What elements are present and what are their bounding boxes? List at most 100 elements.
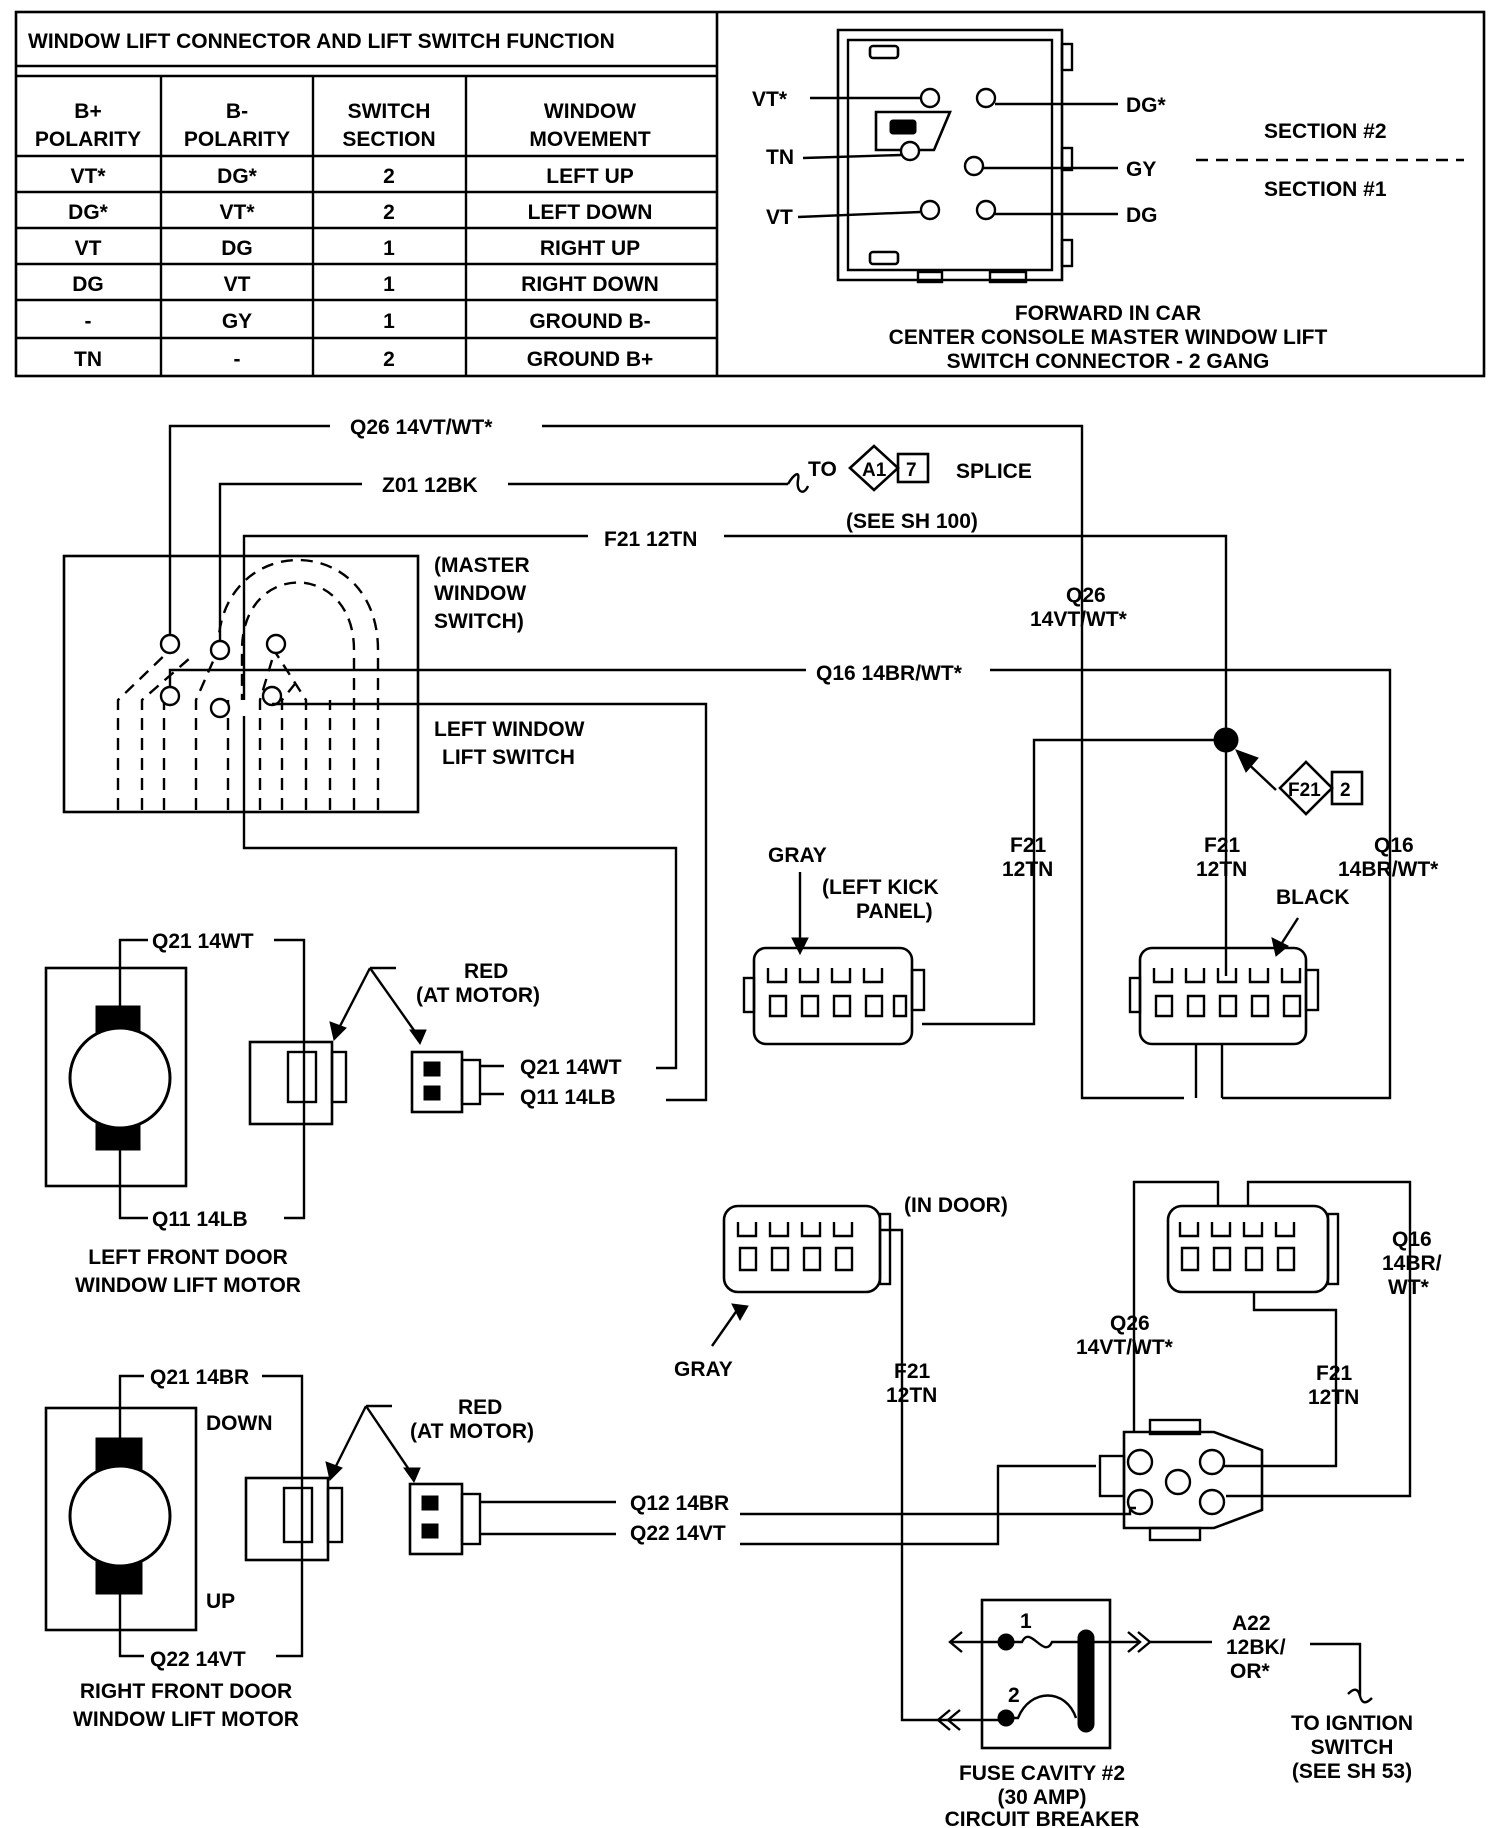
wire-label-q26-vert: Q26 (1066, 584, 1106, 607)
top-wiring: Q26 14VT/WT* Z01 12BK TO A1 7 SPLICE (SE… (168, 416, 1392, 1102)
header-b-plus: B+ (74, 100, 101, 123)
table-row: DG* VT* 2 LEFT DOWN (68, 201, 652, 224)
master-switch-label: SWITCH) (434, 610, 524, 633)
left-lift-switch-label: LIFT SWITCH (442, 746, 575, 769)
wire-label-q16-door: Q16 (1392, 1228, 1432, 1251)
wire-label-q26-vert: 14VT/WT* (1030, 608, 1128, 631)
splice-label: SPLICE (956, 460, 1032, 483)
splice-node: F21 2 F21 12TN F21 12TN Q16 14BR/WT* (922, 727, 1439, 1026)
connector-caption: SWITCH CONNECTOR - 2 GANG (947, 350, 1270, 373)
ignition-label: (SEE SH 53) (1292, 1760, 1412, 1783)
left-kick-label: PANEL) (856, 900, 933, 923)
wire-label-q12-conn: Q12 14BR (630, 1492, 729, 1515)
header-b-plus-sub: POLARITY (35, 128, 141, 151)
splice-id: A1 (862, 460, 887, 481)
wire-label-a22: OR* (1230, 1660, 1271, 1683)
wire-label-f21-a: F21 (1010, 834, 1047, 857)
pin-label: GY (1126, 158, 1156, 181)
splice-num: 7 (906, 460, 917, 481)
red-motor-label: (AT MOTOR) (410, 1420, 534, 1443)
table-cell: DG* (217, 165, 258, 188)
wire-label-f21-door-r: F21 (1316, 1362, 1353, 1385)
table-cell: 2 (383, 201, 395, 224)
table-row: DG VT 1 RIGHT DOWN (72, 273, 659, 296)
table-cell: GROUND B- (529, 310, 650, 333)
down-label: DOWN (206, 1412, 273, 1435)
black-label: BLACK (1276, 886, 1350, 909)
table-cell: GROUND B+ (527, 348, 654, 371)
table-cell: VT (75, 237, 102, 260)
gray-door-label: GRAY (674, 1358, 733, 1381)
table-cell: LEFT UP (546, 165, 634, 188)
wire-label-q21-conn: Q21 14WT (520, 1056, 622, 1079)
header-switch-sub: SECTION (342, 128, 435, 151)
section-1-label: SECTION #1 (1264, 178, 1387, 201)
right-motor-label: RIGHT FRONT DOOR (80, 1680, 292, 1703)
wire-label-q22-right: Q22 14VT (150, 1648, 246, 1671)
table-cell: 2 (383, 348, 395, 371)
up-label: UP (206, 1590, 235, 1613)
left-lift-switch-label: LEFT WINDOW (434, 718, 585, 741)
ignition-label: SWITCH (1311, 1736, 1394, 1759)
table-cell: TN (74, 348, 102, 371)
left-kick-connector: GRAY (LEFT KICK PANEL) (742, 844, 939, 1046)
connector-caption: CENTER CONSOLE MASTER WINDOW LIFT (889, 326, 1328, 349)
wire-label-q16-right: 14BR/WT* (1338, 858, 1439, 881)
wire-label-a22: 12BK/ (1226, 1636, 1286, 1659)
table-cell: 2 (383, 165, 395, 188)
master-switch-label: WINDOW (434, 582, 526, 605)
connector-caption: FORWARD IN CAR (1015, 302, 1201, 325)
wire-label-f21-door-r: 12TN (1308, 1386, 1359, 1409)
table-cell: DG (72, 273, 104, 296)
table-cell: LEFT DOWN (528, 201, 653, 224)
wire-label-f21-b: F21 (1204, 834, 1241, 857)
table-row: VT DG 1 RIGHT UP (75, 237, 641, 260)
wire-label-q26-door: 14VT/WT* (1076, 1336, 1174, 1359)
table-cell: 1 (383, 273, 395, 296)
right-door-switch (740, 1418, 1264, 1546)
function-table: WINDOW LIFT CONNECTOR AND LIFT SWITCH FU… (14, 10, 1486, 378)
master-switch-label: (MASTER (434, 554, 530, 577)
pin-label: TN (766, 146, 794, 169)
left-motor-label: LEFT FRONT DOOR (88, 1246, 287, 1269)
red-motor-label: (AT MOTOR) (416, 984, 540, 1007)
left-front-motor: Q21 14WT Q11 14LB LEFT FRONT DOOR WINDOW… (44, 930, 622, 1297)
fuse-label: FUSE CAVITY #2 (959, 1762, 1125, 1785)
fuse-label: CIRCUIT BREAKER (945, 1808, 1140, 1828)
fuse-label: (30 AMP) (997, 1786, 1086, 1809)
pin-label: DG (1126, 204, 1158, 227)
table-cell: VT (224, 273, 251, 296)
table-cell: DG* (68, 201, 109, 224)
table-title: WINDOW LIFT CONNECTOR AND LIFT SWITCH FU… (28, 30, 615, 53)
table-cell: VT* (70, 165, 106, 188)
table-row: - GY 1 GROUND B- (85, 310, 651, 333)
pin-1-label: 1 (1020, 1610, 1032, 1633)
table-cell: DG (221, 237, 253, 260)
wire-label-q11: Q11 14LB (152, 1208, 248, 1231)
pin-label: VT* (752, 88, 788, 111)
wire-label-q16-door: WT* (1388, 1276, 1430, 1299)
to-label: TO (808, 458, 837, 481)
wire-label-q16-right: Q16 (1374, 834, 1414, 857)
in-door-label: (IN DOOR) (904, 1194, 1008, 1217)
left-motor-label: WINDOW LIFT MOTOR (75, 1274, 301, 1297)
ignition-label: TO IGNTION (1291, 1712, 1413, 1735)
table-cell: GY (222, 310, 252, 333)
door-gray-connector: (IN DOOR) GRAY F21 12TN (674, 1194, 1008, 1722)
wire-label-q11-conn: Q11 14LB (520, 1086, 616, 1109)
wire-label-f21-a: 12TN (1002, 858, 1053, 881)
red-motor-label: RED (458, 1396, 502, 1419)
f21-node-num: 2 (1340, 780, 1351, 801)
pin-label: VT (766, 206, 793, 229)
header-window-sub: MOVEMENT (529, 128, 651, 151)
header-b-minus: B- (226, 100, 248, 123)
table-cell: - (234, 348, 241, 371)
wire-label-q21-right: Q21 14BR (150, 1366, 249, 1389)
table-cell: 1 (383, 310, 395, 333)
wire-label-f21-door: 12TN (886, 1384, 937, 1407)
wire-label-z01: Z01 12BK (382, 474, 478, 497)
see-sh100-label: (SEE SH 100) (846, 510, 978, 533)
wire-label-q22-conn: Q22 14VT (630, 1522, 726, 1545)
table-cell: 1 (383, 237, 395, 260)
